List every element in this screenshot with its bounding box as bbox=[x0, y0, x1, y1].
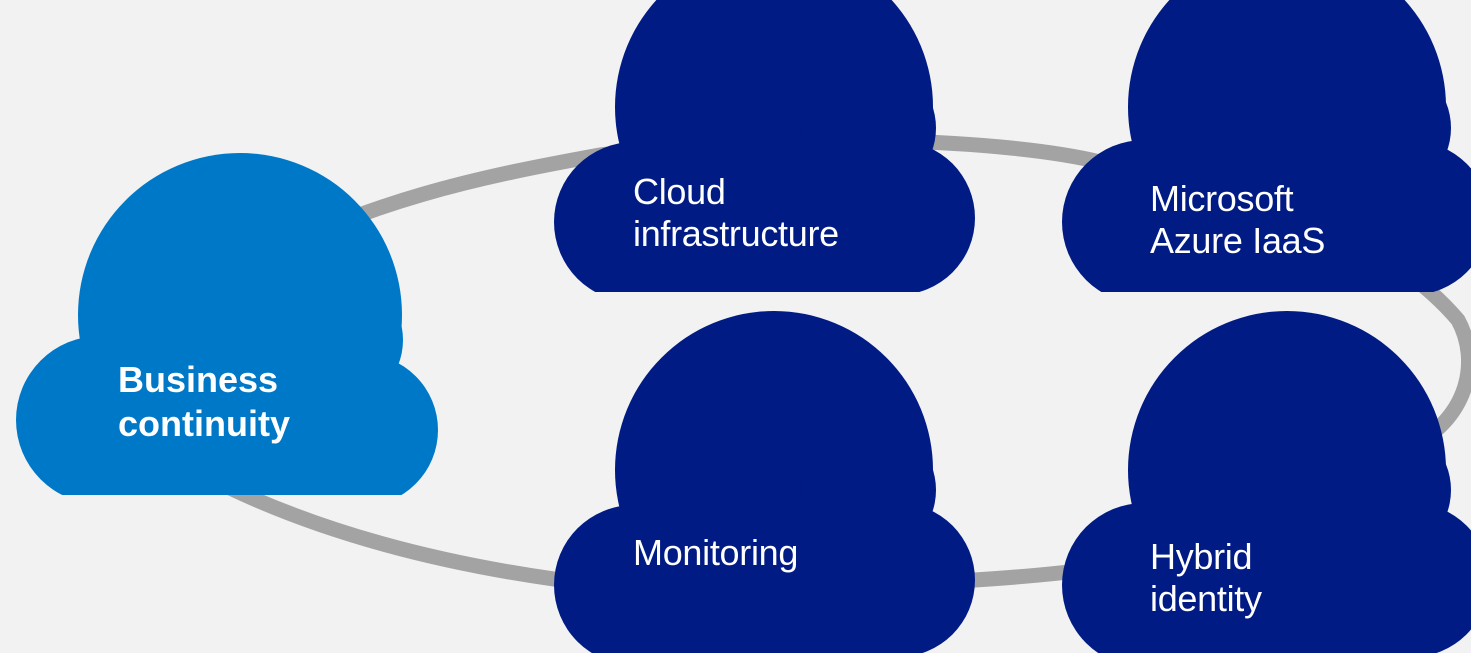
cloud-infrastructure-label: Cloud infrastructure bbox=[633, 171, 839, 256]
business-continuity-label: Business continuity bbox=[118, 358, 290, 446]
business-continuity-line1: Business bbox=[118, 359, 279, 400]
cloud-infrastructure-line2: infrastructure bbox=[633, 213, 839, 255]
cloud-icon bbox=[554, 311, 975, 653]
azure-iaas-line1: Microsoft bbox=[1150, 178, 1294, 219]
cloud-icon bbox=[1062, 0, 1471, 292]
cloud-icon bbox=[554, 0, 975, 292]
business-continuity-line2: continuity bbox=[118, 402, 290, 444]
monitoring-label: Monitoring bbox=[633, 532, 798, 574]
hybrid-identity-label: Hybrid identity bbox=[1150, 536, 1262, 621]
hybrid-identity-line1: Hybrid bbox=[1150, 536, 1253, 577]
monitoring-line1: Monitoring bbox=[633, 532, 799, 573]
cloud-icon bbox=[16, 153, 438, 495]
azure-iaas-label: Microsoft Azure IaaS bbox=[1150, 178, 1325, 263]
cloud-icon bbox=[1062, 311, 1471, 653]
azure-iaas-line2: Azure IaaS bbox=[1150, 220, 1326, 262]
cloud-infrastructure-line1: Cloud bbox=[633, 171, 726, 212]
hybrid-identity-line2: identity bbox=[1150, 578, 1262, 620]
